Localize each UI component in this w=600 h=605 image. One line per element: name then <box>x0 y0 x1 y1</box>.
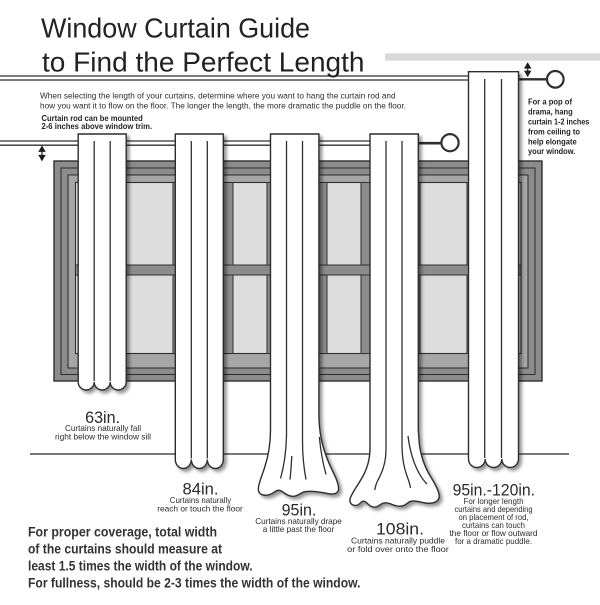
svg-text:Curtains naturally: Curtains naturally <box>170 495 232 505</box>
svg-text:For proper coverage, total wid: For proper coverage, total width <box>28 525 217 540</box>
svg-text:84in.: 84in. <box>183 481 219 499</box>
svg-text:of the curtains should measure: of the curtains should measure at <box>28 542 222 557</box>
svg-text:Curtains naturally drape: Curtains naturally drape <box>255 516 342 526</box>
svg-text:right below the window sill: right below the window sill <box>55 432 151 442</box>
svg-text:the floor or flow outward: the floor or flow outward <box>450 528 538 538</box>
svg-text:how you want it to flow on the: how you want it to flow on the floor. Th… <box>40 101 406 111</box>
svg-text:to Find the Perfect Length: to Find the Perfect Length <box>42 47 365 78</box>
svg-text:Curtains naturally puddle: Curtains naturally puddle <box>351 536 445 546</box>
svg-text:drama, hang: drama, hang <box>528 108 573 117</box>
svg-text:from ceiling to: from ceiling to <box>528 128 580 137</box>
svg-text:or fold over onto the floor: or fold over onto the floor <box>347 544 449 554</box>
svg-text:2-6 inches above window trim.: 2-6 inches above window trim. <box>42 122 153 131</box>
svg-text:least 1.5 times the width of t: least 1.5 times the width of the window. <box>28 559 253 574</box>
svg-text:for a dramatic puddle.: for a dramatic puddle. <box>455 536 532 546</box>
svg-text:When selecting the length of y: When selecting the length of your curtai… <box>40 91 396 101</box>
svg-text:63in.: 63in. <box>85 409 120 427</box>
svg-text:For a pop of: For a pop of <box>528 97 572 106</box>
svg-text:Curtains naturally fall: Curtains naturally fall <box>65 423 141 433</box>
svg-text:Curtain rod can be mounted: Curtain rod can be mounted <box>42 114 144 123</box>
svg-text:curtains and depending: curtains and depending <box>455 504 533 514</box>
svg-text:Window Curtain Guide: Window Curtain Guide <box>41 13 310 44</box>
svg-text:curtain 1-2 inches: curtain 1-2 inches <box>528 118 590 127</box>
svg-text:reach or touch the floor: reach or touch the floor <box>157 504 243 514</box>
svg-text:95in.: 95in. <box>282 502 317 520</box>
svg-text:help elongate: help elongate <box>528 137 577 146</box>
svg-text:on placement of rod,: on placement of rod, <box>459 512 529 522</box>
svg-text:your window.: your window. <box>528 147 575 156</box>
svg-text:curtains can touch: curtains can touch <box>462 520 525 530</box>
svg-text:95in.-120in.: 95in.-120in. <box>453 482 535 500</box>
svg-text:For fullness, should be 2-3 ti: For fullness, should be 2-3 times the wi… <box>28 575 361 590</box>
svg-text:For longer length: For longer length <box>464 496 524 506</box>
svg-text:108in.: 108in. <box>376 521 424 539</box>
svg-text:a little past the floor: a little past the floor <box>263 524 335 534</box>
